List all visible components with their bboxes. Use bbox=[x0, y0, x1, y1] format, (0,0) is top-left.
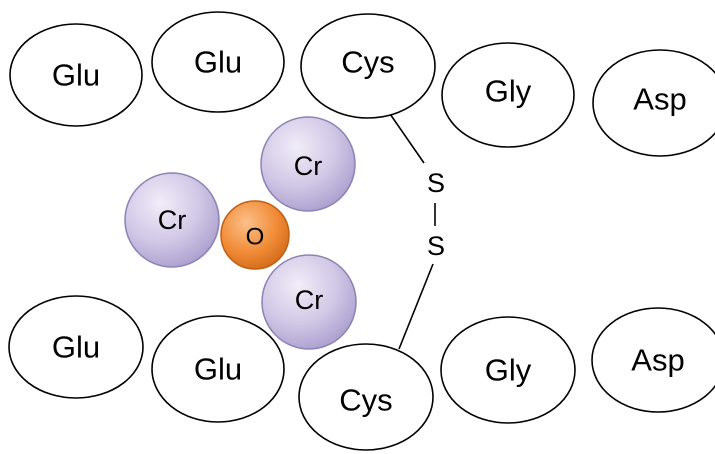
chromium-atom-left-sphere bbox=[124, 172, 220, 268]
residue-bottom-gly: Gly bbox=[440, 316, 576, 424]
residue-top-asp-shape bbox=[592, 49, 715, 157]
bottom-peptide-chain: Glu Glu Cys Gly Asp bbox=[8, 295, 715, 451]
residue-top-gly: Gly bbox=[441, 42, 575, 148]
residue-bottom-glu-2-shape bbox=[151, 315, 285, 423]
residue-top-gly-shape bbox=[441, 42, 575, 148]
residue-bottom-glu-2-label: Glu bbox=[194, 352, 242, 387]
residue-bottom-glu-1-shape bbox=[8, 295, 144, 399]
residue-bottom-gly-label: Gly bbox=[485, 353, 532, 388]
residue-top-glu-2-shape bbox=[151, 11, 285, 113]
bond-top-cys-to-s bbox=[387, 110, 425, 164]
sulfur-bottom-label: S bbox=[427, 231, 445, 261]
oxygen-atom: O bbox=[220, 200, 290, 270]
chromium-atom-top-sphere bbox=[260, 116, 356, 212]
chromium-oxide-cluster: Cr Cr Cr O bbox=[124, 116, 357, 350]
chromium-atom-bottom: Cr bbox=[261, 254, 357, 350]
bond-s-to-bottom-cys bbox=[398, 263, 434, 350]
chromium-atom-left: Cr bbox=[124, 172, 220, 268]
chromium-atom-bottom-label: Cr bbox=[295, 285, 324, 315]
residue-top-glu-1-shape bbox=[9, 23, 143, 127]
residue-bottom-glu-2: Glu bbox=[151, 315, 285, 423]
top-peptide-chain: Glu Glu Cys Gly Asp bbox=[9, 11, 715, 157]
residue-bottom-cys-shape bbox=[298, 343, 434, 451]
chromium-atom-top-label: Cr bbox=[294, 151, 323, 181]
residue-top-cys-label: Cys bbox=[341, 45, 394, 80]
oxygen-atom-label: O bbox=[246, 224, 265, 251]
residue-top-glu-2: Glu bbox=[151, 11, 285, 113]
residue-top-cys-shape bbox=[300, 13, 436, 119]
residue-bottom-asp: Asp bbox=[591, 307, 715, 413]
residue-top-cys: Cys bbox=[300, 13, 436, 119]
sulfur-top-label: S bbox=[427, 168, 445, 198]
residue-top-glu-1-label: Glu bbox=[52, 58, 100, 93]
residue-top-asp-label: Asp bbox=[633, 82, 686, 117]
residue-bottom-asp-shape bbox=[591, 307, 715, 413]
residue-top-gly-label: Gly bbox=[485, 74, 532, 109]
residue-bottom-cys-label: Cys bbox=[339, 383, 392, 418]
residue-top-glu-1: Glu bbox=[9, 23, 143, 127]
residue-bottom-glu-1-label: Glu bbox=[52, 330, 100, 365]
chromium-atom-bottom-sphere bbox=[261, 254, 357, 350]
residue-bottom-glu-1: Glu bbox=[8, 295, 144, 399]
disulfide-bridge: S S bbox=[387, 110, 445, 350]
residue-bottom-asp-label: Asp bbox=[631, 343, 684, 378]
residue-top-asp: Asp bbox=[592, 49, 715, 157]
chromium-atom-top: Cr bbox=[260, 116, 356, 212]
residue-bottom-gly-shape bbox=[440, 316, 576, 424]
residue-top-glu-2-label: Glu bbox=[194, 45, 242, 80]
chromium-atom-left-label: Cr bbox=[158, 205, 187, 235]
residue-bottom-cys: Cys bbox=[298, 343, 434, 451]
oxygen-atom-sphere bbox=[220, 200, 290, 270]
